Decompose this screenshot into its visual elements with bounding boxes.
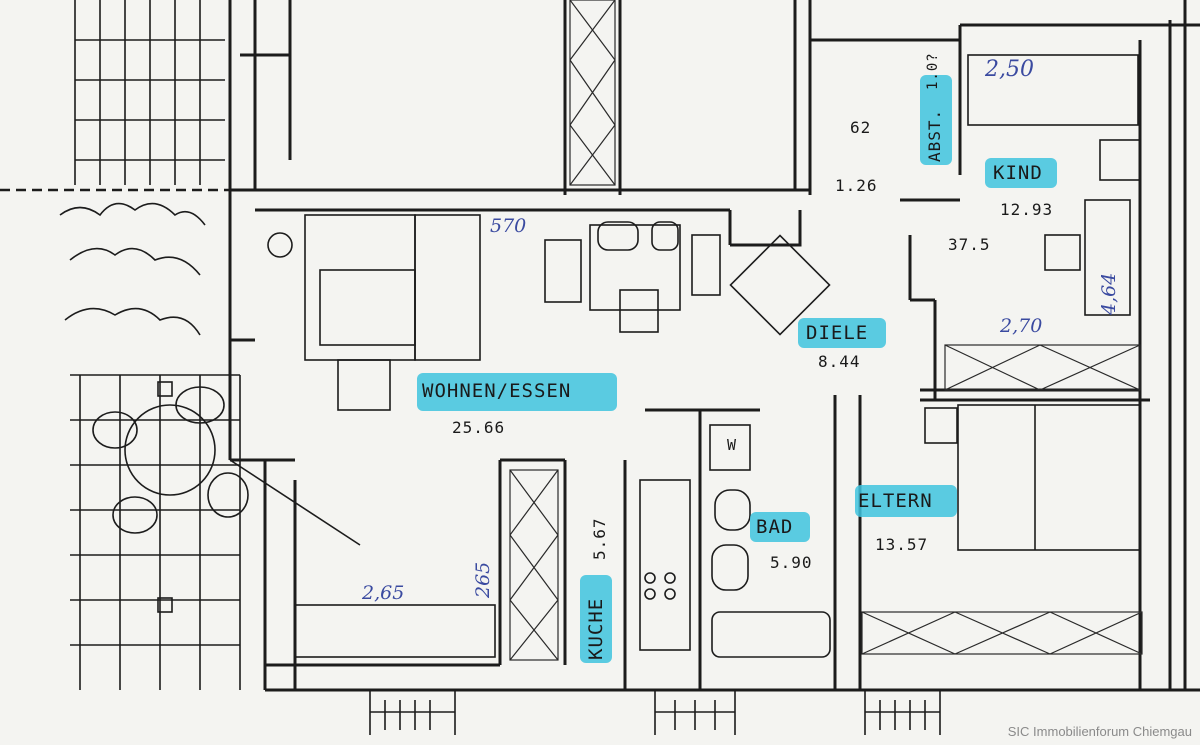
dim-wall: 37.5 — [948, 235, 991, 254]
room-area-bad: 5.90 — [770, 553, 813, 572]
room-name-abst: ABST. — [925, 108, 944, 162]
bottom-windows — [229, 459, 941, 735]
washer-label: W — [727, 436, 738, 454]
room-name-eltern: ELTERN — [858, 490, 933, 512]
dim-door-height: 62 — [850, 118, 872, 137]
room-area-kueche: 5.67 — [590, 517, 609, 560]
terrace-grid — [70, 0, 241, 690]
hand-dim-wohnen-bottom: 2,65 — [362, 582, 405, 604]
room-name-bad: BAD — [756, 516, 794, 538]
room-area-abst: 1.0? — [925, 52, 941, 90]
room-area-kind: 12.93 — [1000, 200, 1054, 219]
room-name-kueche: KUCHE — [585, 597, 607, 660]
bath-fixtures — [639, 424, 831, 658]
bedroom-furniture — [729, 54, 1141, 551]
room-name-kind: KIND — [993, 162, 1043, 184]
room-name-diele: DIELE — [806, 322, 869, 344]
hand-dim-kind-bottom: 2,70 — [1000, 315, 1043, 337]
room-area-diele: 8.44 — [818, 352, 861, 371]
wardrobes — [509, 0, 1143, 661]
room-area-wohnen: 25.66 — [452, 418, 506, 437]
hand-dim-kind-depth: 4,64 — [1098, 272, 1120, 315]
hand-dim-kueche: 265 — [472, 561, 494, 598]
watermark: SIC Immobilienforum Chiemgau — [1007, 724, 1192, 739]
room-name-wohnen: WOHNEN/ESSEN — [422, 380, 572, 402]
room-area-eltern: 13.57 — [875, 535, 929, 554]
label-highlights — [417, 75, 1057, 663]
hand-dim-kind-top: 2,50 — [985, 57, 1034, 82]
living-furniture — [267, 214, 721, 658]
garden-furniture — [92, 381, 249, 613]
hand-dim-wohnen-width: 570 — [490, 215, 527, 237]
dim-door-width: 1.26 — [835, 176, 878, 195]
shrubs — [59, 202, 206, 336]
